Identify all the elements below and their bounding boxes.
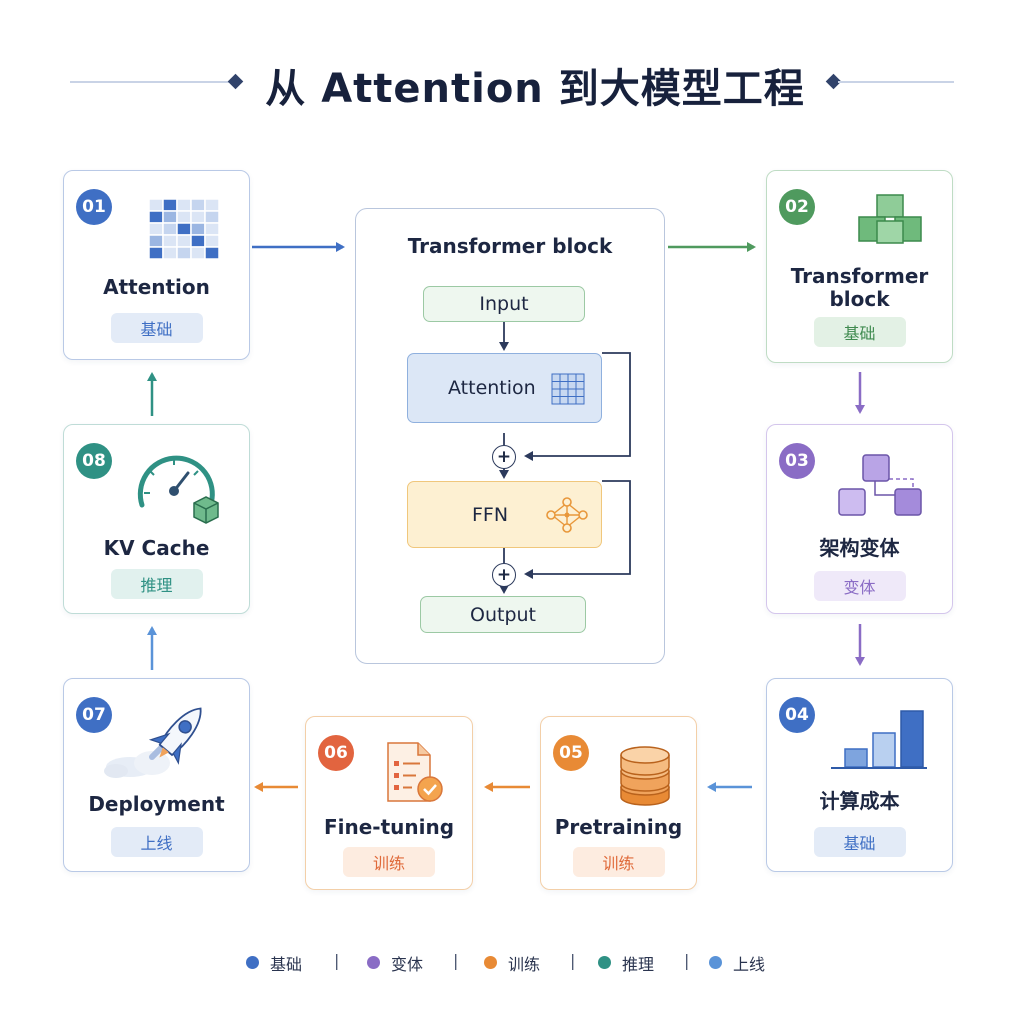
step-badge: 02 xyxy=(779,189,815,225)
step-badge: 08 xyxy=(76,443,112,479)
legend-dot-inference xyxy=(598,956,611,969)
architecture-nodes-icon xyxy=(838,454,922,516)
panel-flow-lines xyxy=(499,322,631,594)
legend-separator: | xyxy=(334,951,340,970)
legend-separator: | xyxy=(684,951,690,970)
rocket-icon xyxy=(104,707,202,778)
card-label-line1: Transformer xyxy=(790,264,929,288)
attention-grid-mini-icon xyxy=(551,373,585,405)
category-tag: 基础 xyxy=(813,317,906,347)
legend-label-deployment: 上线 xyxy=(733,955,766,974)
legend-dot-foundation xyxy=(246,956,259,969)
attention-label: Attention xyxy=(448,377,536,399)
category-tag: 训练 xyxy=(572,847,665,877)
card-compute-cost[interactable]: 04 计算成本 基础 xyxy=(766,678,953,872)
panel-title: Transformer block xyxy=(407,234,613,258)
checklist-icon xyxy=(387,742,443,802)
legend-label-foundation: 基础 xyxy=(270,955,303,974)
plus-symbol: + xyxy=(496,447,512,467)
card-attention[interactable]: 01 Attention 基础 xyxy=(63,170,250,360)
page-title: 从 Attention 到大模型工程 xyxy=(265,66,805,112)
attention-block: Attention xyxy=(407,353,602,423)
category-tag: 变体 xyxy=(813,571,906,601)
legend-separator: | xyxy=(453,951,459,970)
card-label: Fine-tuning xyxy=(323,815,455,839)
card-transformer-block[interactable]: 02 Transformer block 基础 xyxy=(766,170,953,363)
category-tag: 训练 xyxy=(343,847,435,877)
card-architecture-variants[interactable]: 03 架构变体 变体 xyxy=(766,424,953,614)
legend-separator: | xyxy=(570,951,576,970)
gauge-icon xyxy=(137,455,219,524)
category-tag: 上线 xyxy=(110,827,203,857)
title-rule-right xyxy=(838,81,954,83)
title-row: 从 Attention 到大模型工程 xyxy=(0,52,1024,116)
card-label: KV Cache xyxy=(103,536,210,560)
legend-label-training: 训练 xyxy=(508,955,541,974)
card-pretraining[interactable]: 05 Pretraining 训练 xyxy=(540,716,697,890)
card-label: 架构变体 xyxy=(819,536,900,560)
legend-dot-variant xyxy=(367,956,380,969)
input-block: Input xyxy=(423,286,585,322)
output-block: Output xyxy=(420,596,586,633)
category-tag: 基础 xyxy=(813,827,906,857)
step-badge: 07 xyxy=(76,697,112,733)
category-tag: 基础 xyxy=(110,313,203,343)
legend-label-variant: 变体 xyxy=(391,955,424,974)
title-rule-left xyxy=(70,81,230,83)
category-tag: 推理 xyxy=(110,569,203,599)
legend-dot-training xyxy=(484,956,497,969)
database-icon xyxy=(620,746,670,806)
ffn-label: FFN xyxy=(472,503,509,526)
step-badge: 06 xyxy=(318,735,354,771)
card-label: Attention xyxy=(103,275,210,299)
step-badge: 04 xyxy=(779,697,815,733)
step-badge: 05 xyxy=(553,735,589,771)
input-label: Input xyxy=(479,293,529,315)
card-label: Pretraining xyxy=(554,815,683,839)
legend: 基础 | 变体 | 训练 | 推理 | 上线 xyxy=(0,948,1024,976)
cubes-icon xyxy=(858,194,922,244)
network-nodes-icon xyxy=(546,497,588,533)
step-badge: 03 xyxy=(779,443,815,479)
card-label: 计算成本 xyxy=(819,789,900,813)
card-kv-cache[interactable]: 08 KV Cache 推理 xyxy=(63,424,250,614)
residual-add-2: + xyxy=(492,563,516,587)
output-label: Output xyxy=(470,603,536,626)
plus-symbol: + xyxy=(496,565,512,585)
step-badge: 01 xyxy=(76,189,112,225)
card-fine-tuning[interactable]: 06 Fine-tuning 训练 xyxy=(305,716,473,890)
card-deployment[interactable]: 07 Deployment 上线 xyxy=(63,678,250,872)
card-label: Deployment xyxy=(88,792,225,816)
transformer-block-panel: Transformer block Input Attention + FFN xyxy=(355,208,665,664)
legend-label-inference: 推理 xyxy=(622,955,655,974)
residual-add-1: + xyxy=(492,445,516,469)
attention-grid-icon xyxy=(149,199,220,260)
card-label-line2: block xyxy=(829,287,890,311)
bar-chart-icon xyxy=(831,710,927,769)
legend-dot-deployment xyxy=(709,956,722,969)
ffn-block: FFN xyxy=(407,481,602,548)
